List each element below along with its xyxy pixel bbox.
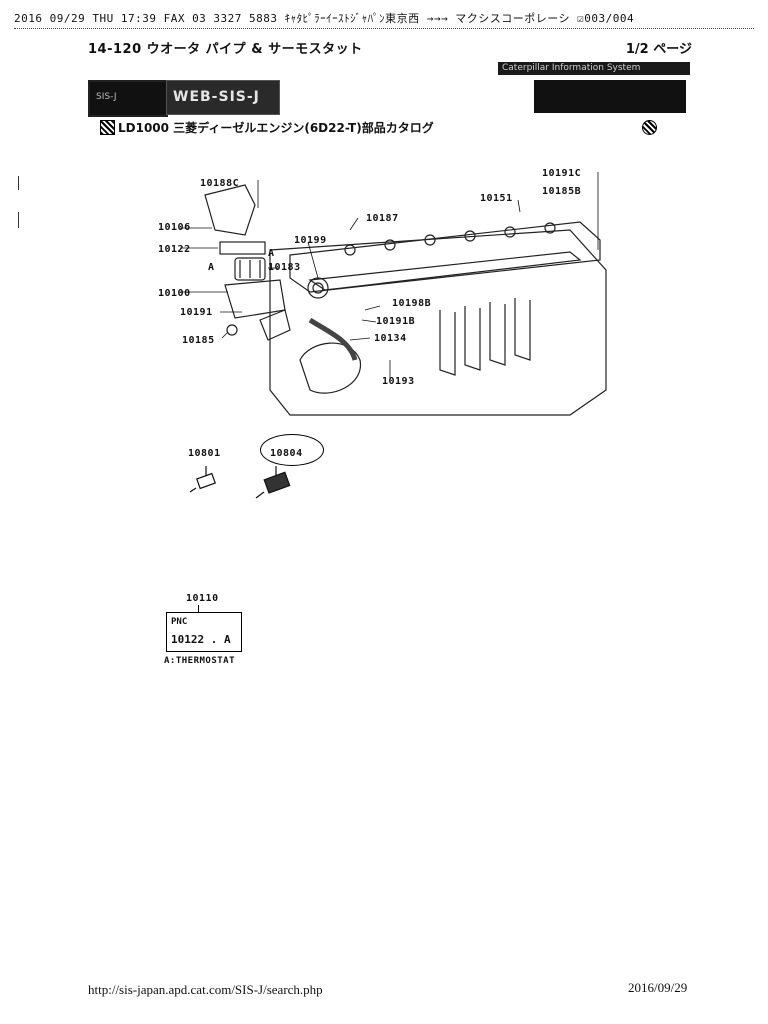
part-label: 10134 bbox=[374, 333, 407, 344]
pipe-10191 bbox=[259, 309, 291, 341]
header-bar-top: Caterpillar Information System bbox=[498, 62, 690, 75]
part-label: 10187 bbox=[366, 213, 399, 224]
part-label: 10199 bbox=[294, 235, 327, 246]
head-bolts bbox=[344, 222, 556, 256]
part-label: 10804 bbox=[270, 448, 303, 459]
part-label: 10188C bbox=[200, 178, 240, 189]
footer-url[interactable]: http://sis-japan.apd.cat.com/SIS-J/searc… bbox=[88, 982, 323, 997]
header-bar-left: SIS-J bbox=[88, 80, 168, 117]
outlet-pipe-10106 bbox=[204, 184, 256, 236]
block-ribs bbox=[439, 298, 531, 376]
header-bar-mid-label: WEB-SIS-J bbox=[173, 89, 260, 105]
part-label: 10191 bbox=[180, 307, 213, 318]
header-bar-right bbox=[534, 80, 686, 113]
part-label: 10106 bbox=[158, 222, 191, 233]
margin-mark bbox=[18, 176, 19, 190]
part-label: 10185B bbox=[542, 186, 582, 197]
header-bar-left-label: SIS-J bbox=[96, 92, 117, 102]
sensor-10804 bbox=[255, 471, 291, 499]
leader-lines bbox=[180, 172, 599, 378]
sensor-10801 bbox=[189, 472, 216, 493]
part-label: 10183 bbox=[268, 262, 301, 273]
fax-header: 2016 09/29 THU 17:39 FAX 03 3327 5883 ｷｬ… bbox=[14, 10, 754, 29]
margin-mark bbox=[18, 212, 19, 228]
part-label: 10151 bbox=[480, 193, 513, 204]
part-label: 10198B bbox=[392, 298, 432, 309]
page-indicator: 1/2 ページ bbox=[625, 42, 692, 57]
leader-line bbox=[198, 605, 199, 613]
washer-10185 bbox=[226, 324, 238, 336]
part-label: 10191C bbox=[542, 168, 582, 179]
header-bar-mid: WEB-SIS-J bbox=[166, 80, 280, 115]
part-label: A bbox=[208, 262, 215, 273]
document-title: 14-120 ウオータ パイプ & サーモスタット bbox=[88, 42, 363, 57]
flange-ring bbox=[307, 277, 329, 299]
pnc-label: PNC bbox=[171, 617, 188, 627]
part-label: 10193 bbox=[382, 376, 415, 387]
part-label: 10122 bbox=[158, 244, 191, 255]
catalog-end-icon bbox=[642, 120, 657, 135]
gasket-10122 bbox=[219, 241, 266, 255]
footer-date: 2016/09/29 bbox=[628, 980, 688, 995]
engine-diagram bbox=[180, 172, 607, 416]
part-label: 10100 bbox=[158, 288, 191, 299]
part-label: 10191B bbox=[376, 316, 416, 327]
cylinder-head bbox=[289, 221, 601, 293]
hose-10134 bbox=[308, 317, 358, 361]
part-label: 10801 bbox=[188, 448, 221, 459]
sensor-illustrations bbox=[189, 466, 291, 499]
thermostat-A bbox=[234, 257, 266, 281]
catalog-title: LD1000 三菱ディーゼルエンジン(6D22-T)部品カタログ bbox=[118, 121, 434, 135]
catalog-icon bbox=[100, 120, 115, 135]
part-label: 10185 bbox=[182, 335, 215, 346]
engine-block-outline bbox=[269, 229, 607, 416]
exhaust-manifold bbox=[308, 251, 582, 291]
legend-note: A:THERMOSTAT bbox=[164, 656, 236, 666]
pnc-value: 10122 . A bbox=[171, 633, 231, 646]
part-label: 10110 bbox=[186, 593, 219, 604]
pnc-box: PNC 10122 . A bbox=[166, 612, 242, 652]
part-label: A bbox=[268, 248, 275, 259]
water-pump bbox=[299, 342, 361, 394]
highlight-ellipse bbox=[260, 434, 324, 466]
